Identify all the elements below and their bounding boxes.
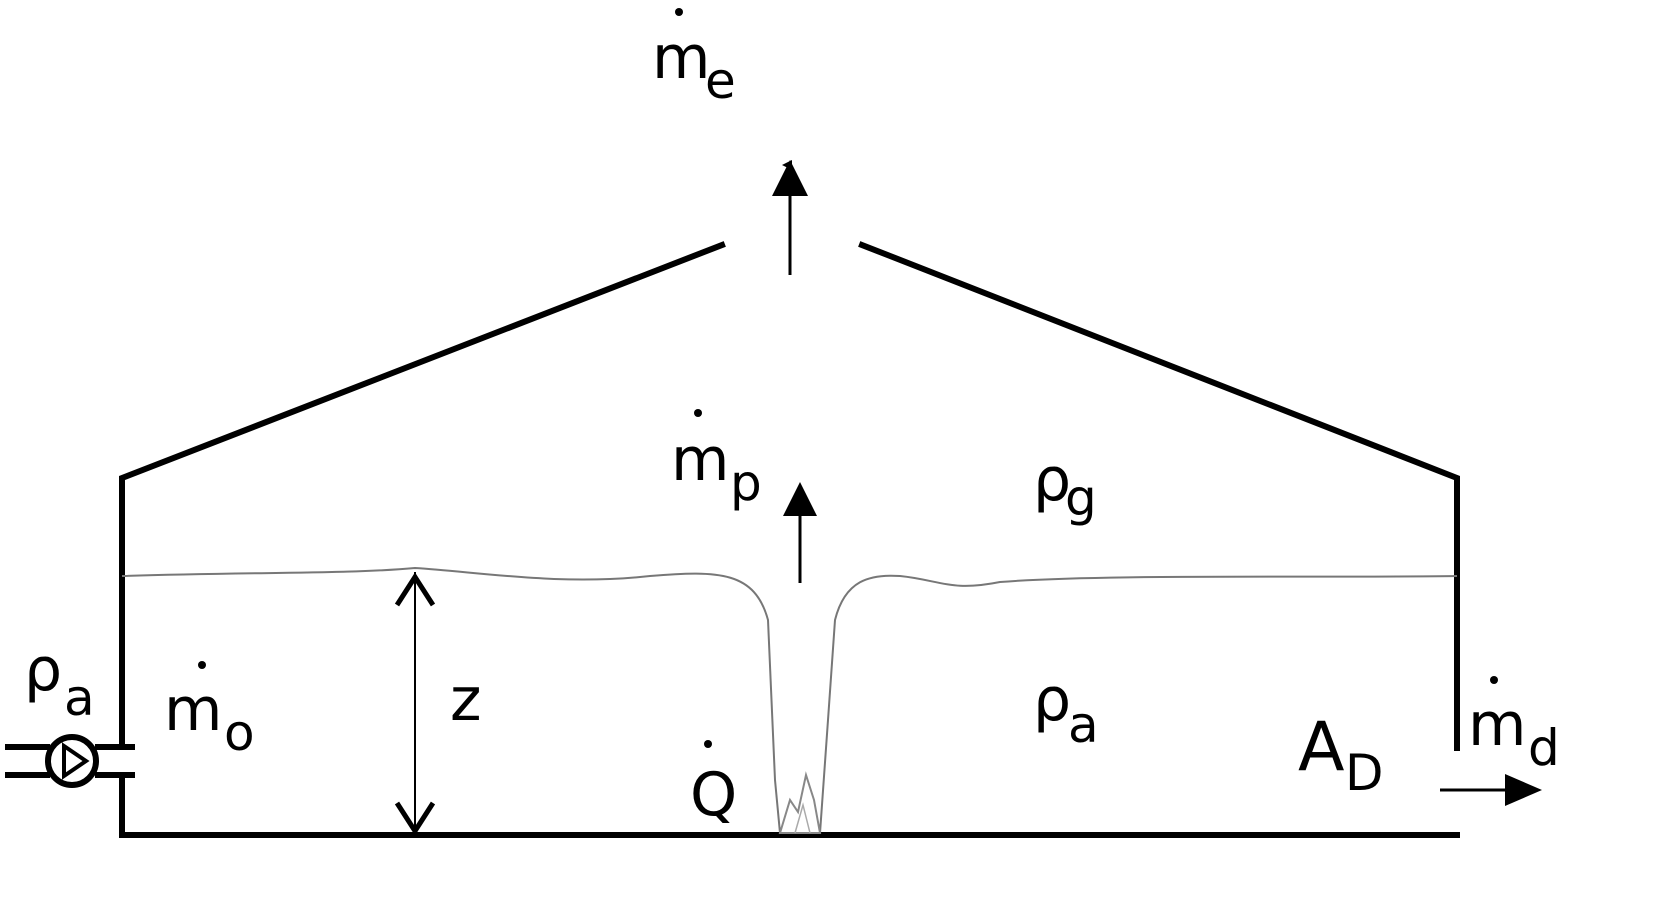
label-ambient-density-outside: ρ a (24, 635, 95, 727)
subscript: d (1528, 719, 1560, 777)
enclosure (119, 241, 1460, 838)
label-exhaust-flow: m e (652, 8, 736, 110)
label-door-area: A D (1298, 708, 1384, 802)
door-flow-arrowhead (1505, 774, 1542, 806)
exhaust-arrowhead (772, 160, 808, 196)
label-plume-flow: m p (671, 409, 762, 512)
subscript: a (1068, 696, 1099, 754)
symbol: m (671, 425, 729, 495)
subscript: a (64, 669, 95, 727)
subscript: g (1065, 469, 1097, 527)
label-smoke-density: ρ g (1033, 445, 1097, 527)
right-roof (858, 241, 1460, 751)
plume-arrowhead (783, 482, 817, 516)
layer-height-dimension (394, 572, 436, 836)
symbol: m (1468, 690, 1526, 760)
symbol: ρ (1033, 445, 1071, 515)
label-heat-release: Q (690, 740, 737, 830)
symbol: ρ (24, 635, 62, 705)
symbol: ρ (1033, 665, 1071, 735)
fire-icon (778, 771, 822, 834)
symbol: Q (690, 760, 737, 830)
subscript: o (224, 704, 255, 762)
symbol: A (1298, 708, 1345, 787)
label-ambient-density-inside: ρ a (1033, 665, 1099, 754)
label-door-flow: m d (1468, 676, 1560, 777)
symbol: m (164, 675, 222, 745)
smoke-layer-interface (121, 566, 1458, 834)
left-roof (119, 241, 726, 748)
subscript: D (1345, 744, 1384, 802)
subscript: e (705, 52, 736, 110)
label-layer-height: z (450, 665, 482, 735)
subscript: p (730, 454, 762, 512)
left-wall-lower (119, 773, 1460, 838)
supply-fan-icon (5, 734, 135, 788)
label-supply-flow: m o (164, 661, 255, 762)
symbol: m (652, 23, 710, 93)
